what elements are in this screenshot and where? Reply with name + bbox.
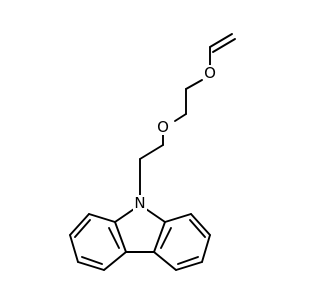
bond-ch2-ch2-b bbox=[139, 144, 164, 160]
bond-c5-c4b bbox=[153, 251, 177, 271]
bond-c8a-c8 bbox=[164, 213, 192, 223]
bond-c1-c2 bbox=[69, 213, 90, 236]
bond-c4-c4a bbox=[103, 251, 127, 271]
bond-right-double-3 bbox=[160, 227, 172, 249]
bond-vinyl-double-b bbox=[212, 38, 236, 53]
molecule-diagram: O O N bbox=[69, 33, 236, 271]
bond-right-double-2 bbox=[177, 256, 199, 265]
bond-c9a-c1 bbox=[88, 213, 116, 223]
atom-o-vinyl-label: O bbox=[204, 64, 216, 82]
bond-c7-c6 bbox=[201, 234, 211, 263]
bond-c3-c4 bbox=[77, 261, 105, 271]
bond-left-double-3 bbox=[108, 227, 120, 249]
bond-c6-c5 bbox=[175, 261, 203, 271]
bond-c2-c3 bbox=[69, 234, 79, 263]
bond-c9a-c4a bbox=[114, 221, 127, 253]
bond-left-double-2 bbox=[81, 256, 103, 265]
atom-n-label: N bbox=[134, 194, 145, 212]
bond-ch2-o-ether bbox=[174, 113, 187, 122]
atom-o-ether: O bbox=[156, 118, 170, 136]
bond-right-double-1 bbox=[189, 219, 206, 238]
bond-vinyl-double-a bbox=[209, 33, 233, 48]
bond-n-c9a bbox=[114, 208, 135, 223]
bond-n-c8a bbox=[145, 208, 166, 223]
bond-left-double-1 bbox=[74, 219, 91, 238]
atom-o-vinyl: O bbox=[203, 64, 217, 82]
bond-o-ch2-a bbox=[185, 79, 203, 90]
atom-o-ether-label: O bbox=[157, 118, 169, 136]
bond-c8a-c4b bbox=[153, 221, 166, 253]
bond-c8-c7 bbox=[190, 213, 211, 236]
atom-n: N bbox=[133, 194, 147, 212]
structure-canvas: O O N bbox=[69, 33, 236, 271]
